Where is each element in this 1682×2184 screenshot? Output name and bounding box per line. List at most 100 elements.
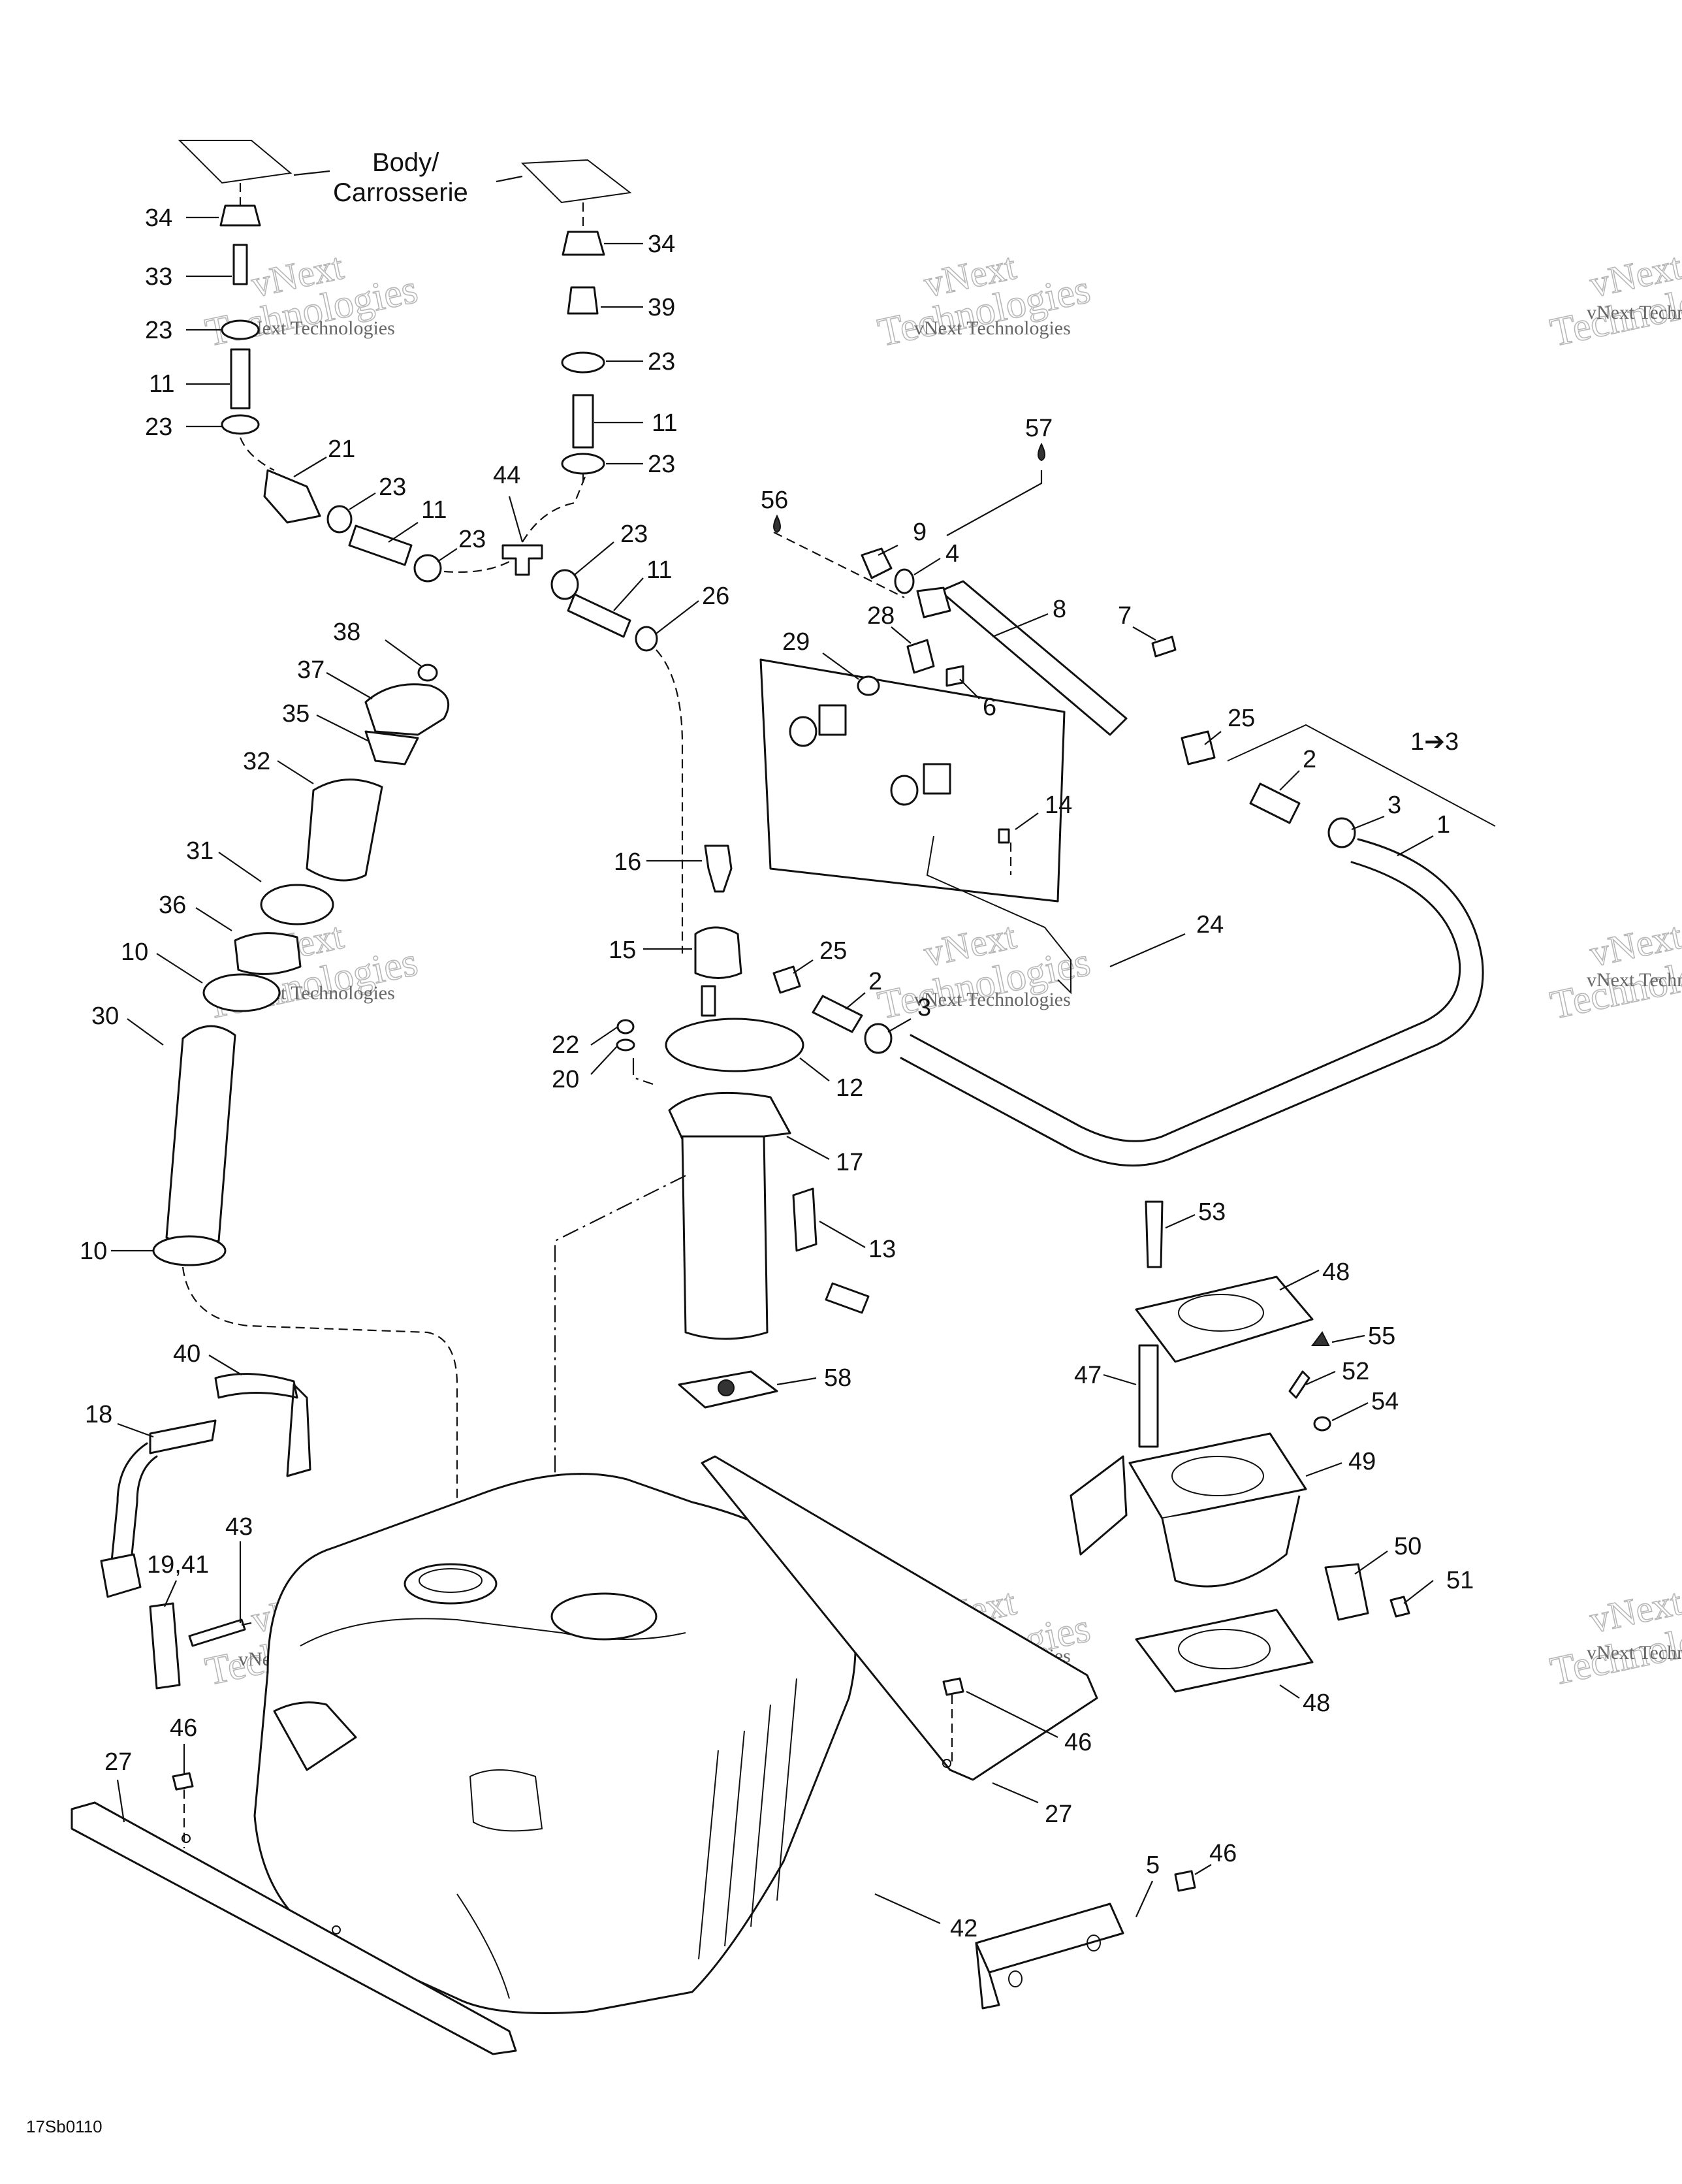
- panel-hole-2: [890, 775, 919, 806]
- leader-50: [1354, 1550, 1388, 1575]
- leader-27a: [116, 1779, 125, 1823]
- pump-flange-12: [665, 1018, 804, 1072]
- hose-11d: [567, 593, 631, 638]
- callout-56: 56: [761, 487, 788, 514]
- leader-27b: [992, 1782, 1039, 1804]
- flange-49-body: [1161, 1495, 1301, 1588]
- hose-11c: [572, 394, 594, 449]
- vent-line-assembly: [219, 183, 684, 954]
- callout-12: 12: [836, 1074, 863, 1102]
- callout-23-f: 23: [648, 451, 675, 478]
- callout-46-a: 46: [170, 1714, 197, 1742]
- callout-58: 58: [824, 1364, 851, 1392]
- tank-rib-1: [698, 1750, 719, 1960]
- watermark-3: vNext Technologies vNext Technologies: [1546, 244, 1682, 356]
- callout-57: 57: [1025, 415, 1053, 442]
- buckle-18: [149, 1419, 217, 1454]
- leader-9: [878, 545, 898, 556]
- leader-lines: [111, 216, 1434, 1925]
- support-27b: [701, 1455, 1098, 1781]
- callout-44: 44: [493, 462, 520, 489]
- leader-46c: [1194, 1864, 1212, 1875]
- cap-37: [364, 683, 450, 736]
- grommet-34-right: [562, 231, 605, 256]
- leader-44: [508, 496, 524, 543]
- leader-2b: [845, 992, 866, 1010]
- filler-neck-32: [306, 779, 383, 882]
- tank-supports: [71, 1455, 1196, 2055]
- callout-43: 43: [225, 1513, 253, 1541]
- leader-40: [208, 1355, 242, 1375]
- leader-6: [959, 679, 980, 699]
- leader-51: [1403, 1580, 1434, 1604]
- callout-11-d: 11: [646, 556, 672, 584]
- callout-32: 32: [243, 748, 270, 775]
- hose-1-outer: [900, 838, 1484, 1167]
- clamp-3b: [864, 1023, 893, 1054]
- callout-14: 14: [1045, 792, 1072, 819]
- fuel-hose-1: [900, 838, 1484, 1167]
- tank-ridge-1: [300, 1618, 686, 1646]
- callout-19-41: 19,41: [147, 1551, 209, 1579]
- callout-46-b: 46: [1064, 1729, 1092, 1756]
- gasket-48b-hole: [1178, 1629, 1271, 1669]
- body-leader-right: [496, 175, 523, 183]
- clamp-23a: [221, 319, 260, 340]
- callout-16: 16: [614, 848, 641, 876]
- cap-55: [1311, 1331, 1330, 1346]
- callout-6: 6: [983, 694, 996, 721]
- connector-33: [232, 244, 248, 285]
- tank-pump-port: [550, 1592, 658, 1641]
- watermark-5-small: vNext Technologies: [914, 989, 1071, 1010]
- tank-rib-3: [750, 1704, 771, 1927]
- body-label-line2: Carrosserie: [333, 178, 468, 207]
- leader-36: [195, 907, 232, 931]
- watermark-2: vNext Technologies vNext Technologies: [874, 244, 1094, 356]
- watermark-6-small: vNext Technologies: [1587, 969, 1682, 991]
- screw-7: [1151, 635, 1177, 658]
- clamp-23e: [561, 351, 605, 374]
- oring-29: [857, 675, 880, 696]
- callout-10-b: 10: [80, 1238, 107, 1265]
- tank-filler-port: [404, 1563, 498, 1605]
- tank-rib-4: [776, 1678, 797, 1901]
- support-27a-hole-1: [182, 1834, 191, 1843]
- panel-hole-1: [789, 716, 817, 747]
- callout-26: 26: [702, 583, 729, 610]
- callout-23-c: 23: [379, 474, 406, 501]
- leader-2a: [1279, 770, 1300, 791]
- fuel-rail-assembly: [759, 442, 1496, 995]
- callout-18: 18: [85, 1401, 112, 1428]
- callout-34-left: 34: [145, 204, 172, 232]
- pin-43: [188, 1618, 246, 1647]
- sensor-50: [1324, 1563, 1369, 1621]
- callout-37: 37: [297, 656, 325, 684]
- callout-23-g: 23: [620, 521, 648, 548]
- callout-25-a: 25: [1228, 705, 1255, 732]
- leader-31: [218, 852, 262, 882]
- plate-5-edge: [975, 1942, 1000, 2010]
- tank-rib-2: [724, 1730, 745, 1947]
- callout-38: 38: [333, 618, 360, 646]
- callout-47: 47: [1074, 1362, 1102, 1389]
- callout-1-to-3: 1➔3: [1410, 728, 1459, 756]
- leader-7: [1132, 626, 1156, 641]
- leader-28: [891, 626, 912, 644]
- callout-21: 21: [328, 436, 355, 463]
- callout-23-a: 23: [145, 317, 172, 344]
- leader-49: [1305, 1462, 1342, 1477]
- clamp-23d: [413, 554, 442, 583]
- seal-25b: [772, 965, 801, 994]
- screw-51: [1389, 1596, 1410, 1618]
- strap-40-end: [286, 1383, 311, 1477]
- leader-38: [385, 639, 422, 667]
- callout-labels: 34 33 23 11 23 21 23 11 23 44 34 39 23 1…: [80, 204, 1474, 1942]
- callout-23-b: 23: [145, 413, 172, 441]
- watermark-2-small: vNext Technologies: [914, 317, 1071, 339]
- watermark-1-small: vNext Technologies: [238, 317, 395, 339]
- leader-35: [316, 715, 370, 742]
- nut-54: [1313, 1416, 1331, 1432]
- hose-11b: [348, 524, 413, 566]
- gasket-48a: [1135, 1276, 1314, 1363]
- leader-11b: [388, 522, 419, 543]
